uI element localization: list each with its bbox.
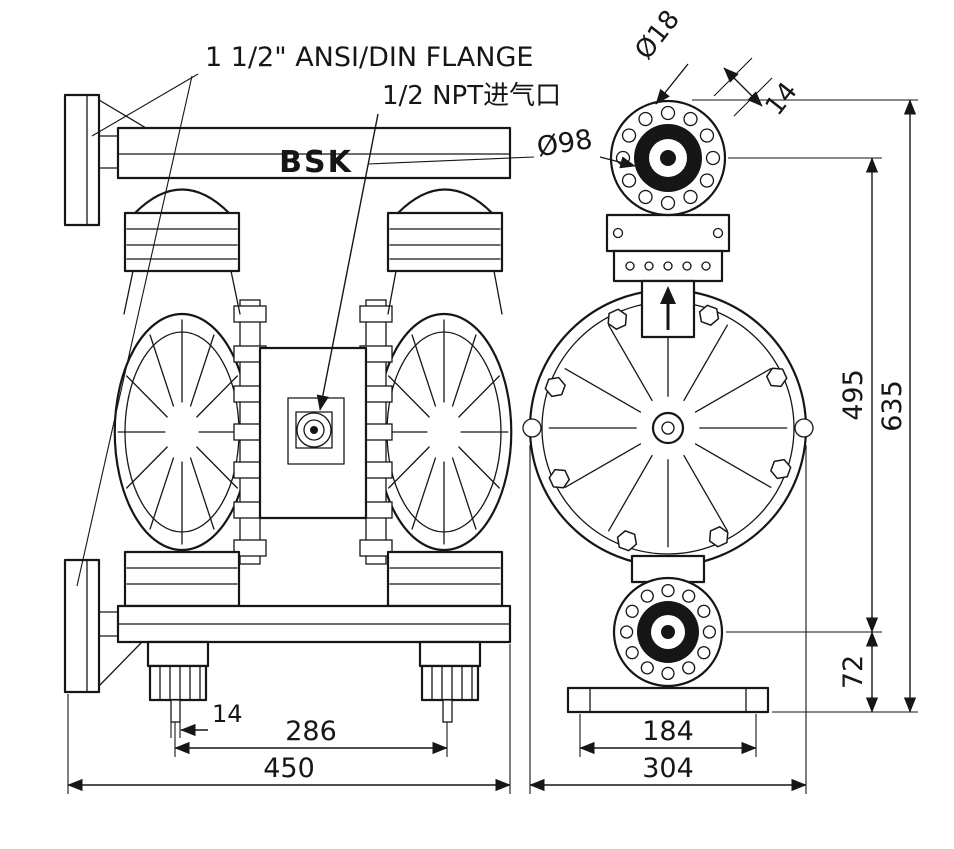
right-pedestal xyxy=(418,640,482,723)
dim-overall-height: 635 xyxy=(877,380,908,432)
air-inlet-port xyxy=(609,99,727,217)
flange-callout: 1 1/2" ANSI/DIN FLANGE xyxy=(205,42,533,73)
top-clamp-blocks xyxy=(123,211,504,273)
dim-base-to-muffler: 72 xyxy=(838,655,869,689)
left-bolt-strip xyxy=(233,299,267,565)
dim-overall-width-side: 304 xyxy=(642,753,694,784)
bottom-manifold xyxy=(116,604,512,644)
bottom-flange xyxy=(63,558,143,694)
center-body xyxy=(258,346,368,520)
muffler xyxy=(612,554,724,688)
bottom-clamp-blocks xyxy=(123,550,504,608)
side-view xyxy=(522,99,814,714)
port-diameter-callout: Ø98 xyxy=(535,124,595,163)
flow-arrow-icon xyxy=(660,286,676,304)
bolt-circle-callout: Ø18 xyxy=(629,5,686,66)
top-manifold xyxy=(116,126,512,180)
right-chamber xyxy=(377,314,512,550)
top-flange xyxy=(63,93,147,227)
left-chamber xyxy=(115,314,250,550)
left-dome xyxy=(133,188,231,215)
front-view: BSK xyxy=(63,93,512,723)
left-pedestal xyxy=(146,640,210,723)
dim-overall-width-front: 450 xyxy=(263,753,315,784)
right-bolt-strip xyxy=(359,299,393,565)
npt-callout: 1/2 NPT进气口 xyxy=(382,81,561,111)
dim-port-spacing: 286 xyxy=(285,716,337,747)
air-valve-assembly xyxy=(605,213,731,339)
dimension-annotations: 14 286 450 184 304 635 495 72 xyxy=(67,5,918,794)
dim-drain-width: 14 xyxy=(212,700,243,728)
right-dome xyxy=(396,188,494,215)
base-plate xyxy=(566,686,770,714)
brand-logo: BSK xyxy=(279,145,353,180)
dim-foot-spacing: 184 xyxy=(642,716,694,747)
dim-center-height: 495 xyxy=(838,369,869,421)
